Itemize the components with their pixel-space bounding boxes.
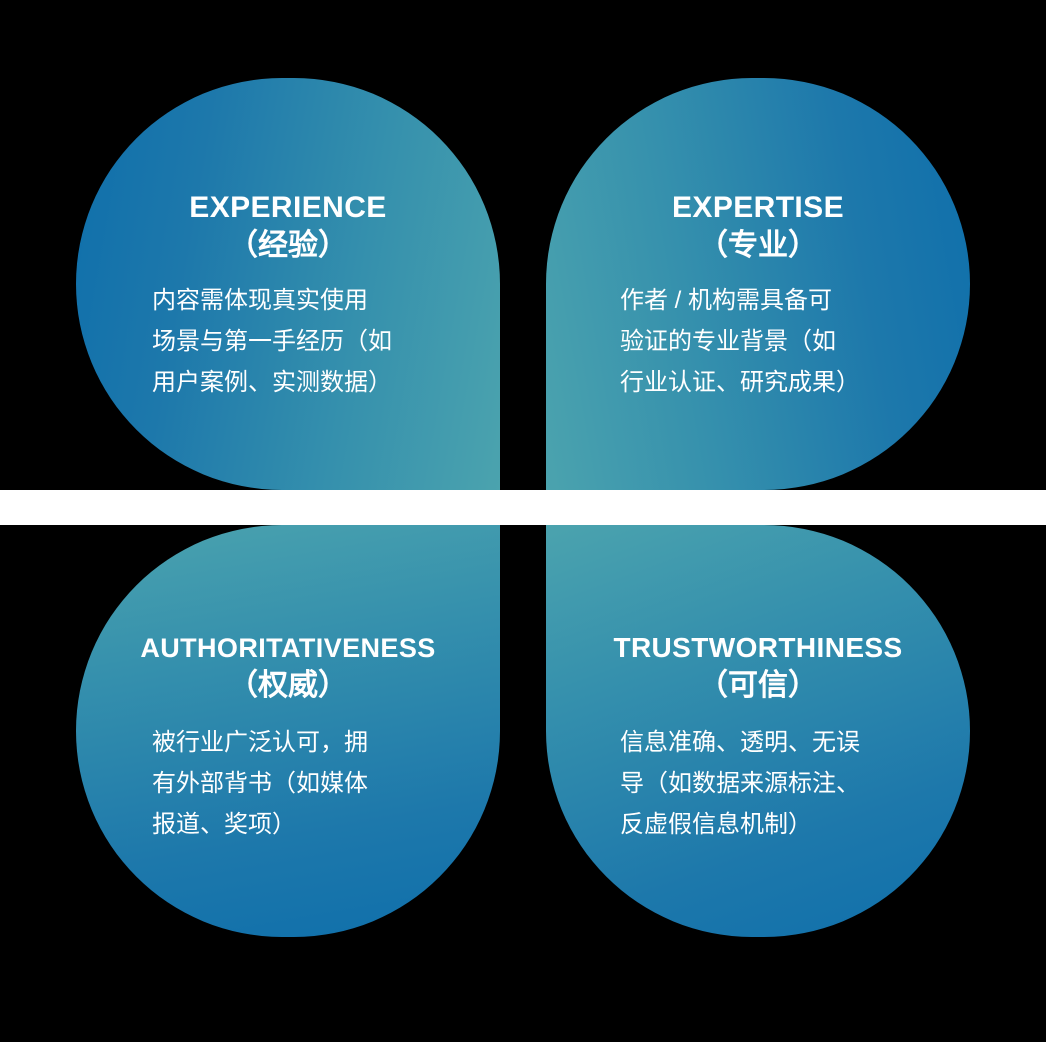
petal-expertise[interactable]: EXPERTISE （专业） 作者 / 机构需具备可 验证的专业背景（如 行业认… <box>546 78 970 490</box>
center-horizontal-separator <box>0 490 1046 525</box>
body-line: 场景与第一手经历（如 <box>152 328 392 355</box>
body-line: 内容需体现真实使用 <box>152 287 368 314</box>
body-line: 反虚假信息机制） <box>620 811 812 838</box>
petal-expertise-title: EXPERTISE <box>672 191 844 224</box>
petal-experience[interactable]: EXPERIENCE （经验） 内容需体现真实使用 场景与第一手经历（如 用户案… <box>76 78 500 490</box>
body-line: 作者 / 机构需具备可 <box>620 287 833 314</box>
body-line: 导（如数据来源标注、 <box>620 770 860 797</box>
petal-experience-subtitle: （经验） <box>228 229 348 262</box>
body-line: 报道、奖项） <box>152 811 296 838</box>
body-line: 行业认证、研究成果） <box>620 369 860 396</box>
petal-trustworthiness-title: TRUSTWORTHINESS <box>613 632 903 663</box>
petal-authoritativeness-body: 被行业广泛认可，拥 有外部背书（如媒体 报道、奖项） <box>152 722 424 845</box>
body-line: 验证的专业背景（如 <box>620 328 836 355</box>
petal-authoritativeness-subtitle: （权威） <box>228 669 348 702</box>
body-line: 被行业广泛认可，拥 <box>152 729 368 756</box>
body-line: 信息准确、透明、无误 <box>620 729 860 756</box>
petal-trustworthiness[interactable]: TRUSTWORTHINESS （可信） 信息准确、透明、无误 导（如数据来源标… <box>546 525 970 937</box>
petal-trustworthiness-body: 信息准确、透明、无误 导（如数据来源标注、 反虚假信息机制） <box>620 722 896 845</box>
petal-experience-title: EXPERIENCE <box>189 191 387 224</box>
petal-expertise-subtitle: （专业） <box>698 229 818 262</box>
body-line: 有外部背书（如媒体 <box>152 770 368 797</box>
petal-trustworthiness-subtitle: （可信） <box>698 669 818 702</box>
petal-experience-body: 内容需体现真实使用 场景与第一手经历（如 用户案例、实测数据） <box>152 280 424 403</box>
petal-expertise-body: 作者 / 机构需具备可 验证的专业背景（如 行业认证、研究成果） <box>620 280 896 403</box>
body-line: 用户案例、实测数据） <box>152 369 392 396</box>
petal-authoritativeness-title: AUTHORITATIVENESS <box>140 633 436 663</box>
petal-authoritativeness[interactable]: AUTHORITATIVENESS （权威） 被行业广泛认可，拥 有外部背书（如… <box>76 525 500 937</box>
